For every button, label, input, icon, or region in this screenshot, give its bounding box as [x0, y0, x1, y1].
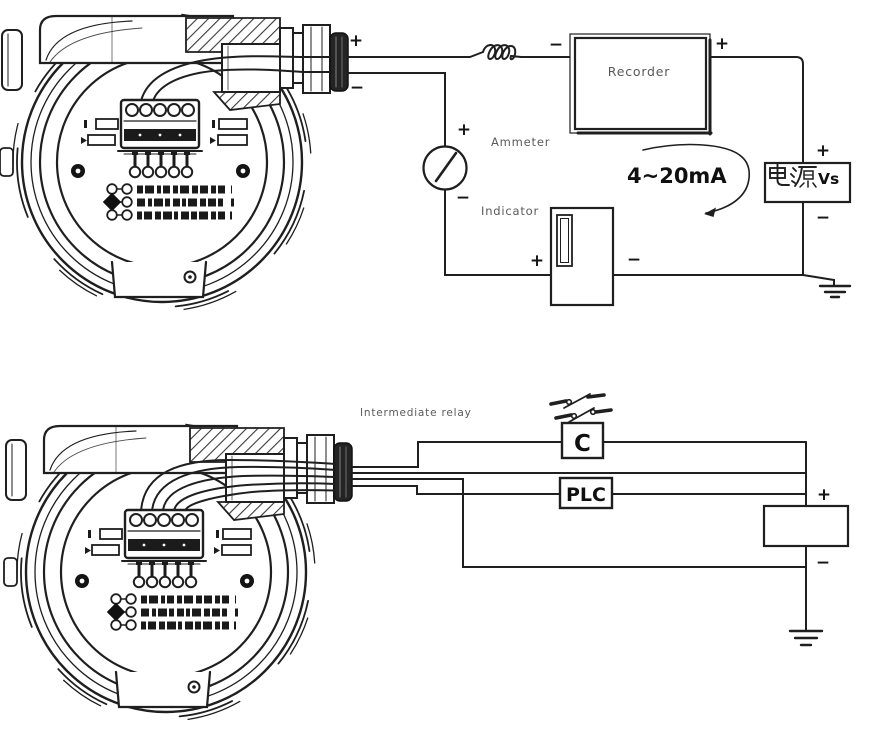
wire-return	[350, 478, 807, 568]
bottom-power-minus-sign: −	[816, 553, 830, 573]
indicator-minus-sign: −	[627, 250, 641, 270]
transmitter-device-bottom	[0, 372, 366, 730]
bottom-circuit: Intermediate relay C PLC + −	[350, 393, 850, 647]
ammeter-label: Ammeter	[491, 135, 550, 149]
wire-transmitter-plus	[347, 51, 484, 58]
loop-current-label: 4~20mA	[627, 164, 727, 188]
wire-relay-contact	[350, 441, 807, 468]
power-supply-latin-label: Vs	[818, 170, 839, 188]
ammeter	[422, 145, 468, 191]
recorder-plus-sign: +	[715, 34, 729, 54]
plc-box	[558, 476, 614, 510]
transmitter-plus-sign: +	[349, 31, 363, 51]
loop-current-arrow	[642, 143, 750, 217]
indicator-label: Indicator	[481, 204, 539, 218]
wire-recorder-to-power	[709, 56, 804, 164]
indicator-box	[549, 206, 615, 307]
power-supply-minus-sign: −	[816, 208, 830, 228]
recorder-box	[569, 33, 713, 136]
power-supply-plus-sign: +	[816, 141, 830, 161]
series-resistor	[482, 44, 571, 61]
transmitter-device-top	[0, 0, 362, 362]
intermediate-relay-label: Intermediate relay	[360, 407, 472, 419]
bottom-power-plus-sign: +	[817, 485, 831, 505]
recorder-minus-sign: −	[549, 35, 563, 55]
ground-symbol-bottom	[788, 629, 824, 647]
wire-ground-link	[802, 274, 835, 286]
wire-plc	[350, 485, 807, 495]
relay-contact-box	[560, 421, 605, 460]
wire-transmitter-minus	[347, 72, 446, 147]
transmitter-minus-sign: −	[350, 78, 364, 98]
ammeter-plus-sign: +	[457, 120, 471, 140]
ammeter-needle	[434, 151, 458, 183]
recorder-label: Recorder	[608, 64, 670, 79]
top-circuit: + − − Recorder + Ammeter + − Indicator +…	[347, 31, 852, 307]
relay-contact-label: C	[574, 431, 591, 457]
transmitter-bottom-ribbon-wires	[140, 458, 337, 512]
wire-ammeter-to-indicator	[444, 189, 552, 276]
power-supply-box-top	[763, 161, 852, 204]
plc-label: PLC	[566, 484, 606, 506]
ground-symbol-top	[818, 284, 852, 299]
transmitter-top-internal-wires	[140, 55, 333, 102]
power-supply-box-bottom	[762, 504, 850, 548]
power-supply-cjk-glyphs	[769, 163, 817, 188]
ammeter-minus-sign: −	[456, 188, 470, 208]
relay-contact-icon	[549, 393, 613, 423]
indicator-plus-sign: +	[530, 251, 544, 271]
